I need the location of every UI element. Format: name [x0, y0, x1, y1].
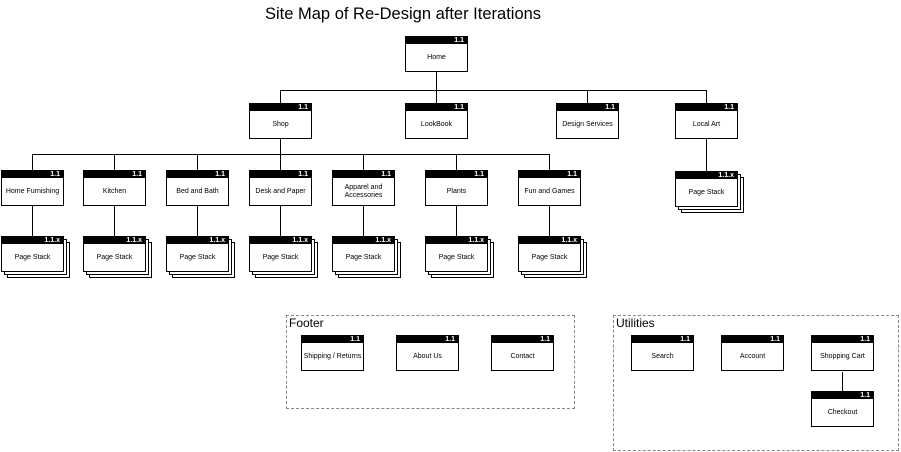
node-id: 1.1 — [557, 104, 618, 111]
node-design-services[interactable]: 1.1 Design Services — [556, 103, 619, 139]
node-id: 1.1 — [812, 392, 873, 399]
node-id: 1.1.x — [519, 237, 580, 244]
node-id: 1.1 — [676, 104, 737, 111]
node-label: Page Stack — [438, 253, 475, 261]
node-desk-and-paper[interactable]: 1.1 Desk and Paper — [249, 170, 312, 206]
stack-front: 1.1.x Page Stack — [332, 236, 395, 272]
stack-front: 1.1.x Page Stack — [1, 236, 64, 272]
node-home[interactable]: 1.1 Home — [405, 36, 468, 72]
node-id: 1.1.x — [333, 237, 394, 244]
node-id: 1.1 — [492, 336, 553, 343]
node-fun-and-games[interactable]: 1.1 Fun and Games — [518, 170, 581, 206]
node-checkout[interactable]: 1.1 Checkout — [811, 391, 874, 427]
node-label: Plants — [446, 187, 467, 195]
node-id: 1.1 — [406, 37, 467, 44]
node-id: 1.1 — [2, 171, 63, 178]
node-kitchen[interactable]: 1.1 Kitchen — [83, 170, 146, 206]
node-home-furnishing[interactable]: 1.1 Home Furnishing — [1, 170, 64, 206]
node-label: Contact — [510, 352, 535, 360]
node-id: 1.1.x — [250, 237, 311, 244]
node-label: Search — [651, 352, 674, 360]
node-id: 1.1 — [302, 336, 363, 343]
node-id: 1.1 — [722, 336, 783, 343]
node-id: 1.1 — [333, 171, 394, 178]
node-id: 1.1 — [812, 336, 873, 343]
node-label: LookBook — [420, 120, 453, 128]
node-search[interactable]: 1.1 Search — [631, 335, 694, 371]
node-id: 1.1.x — [84, 237, 145, 244]
node-id: 1.1.x — [167, 237, 228, 244]
node-shopping-cart[interactable]: 1.1 Shopping Cart — [811, 335, 874, 371]
node-label: Fun and Games — [524, 187, 575, 195]
node-label: Checkout — [827, 408, 858, 416]
node-id: 1.1 — [519, 171, 580, 178]
node-plants[interactable]: 1.1 Plants — [425, 170, 488, 206]
node-label: Page Stack — [179, 253, 216, 261]
node-label: Page Stack — [262, 253, 299, 261]
node-about-us[interactable]: 1.1 About Us — [396, 335, 459, 371]
stack-front: 1.1.x Page Stack — [249, 236, 312, 272]
node-id: 1.1 — [632, 336, 693, 343]
node-label: Page Stack — [96, 253, 133, 261]
footer-label: Footer — [289, 316, 324, 330]
node-label: Page Stack — [688, 188, 725, 196]
page-stack-kitchen[interactable]: 1.1.x Page Stack — [83, 236, 152, 278]
node-label: Shop — [272, 120, 289, 128]
node-label: Shipping / Returns — [303, 352, 362, 360]
page-stack-desk-and-paper[interactable]: 1.1.x Page Stack — [249, 236, 318, 278]
node-label: Apparel and Accessories — [344, 183, 383, 199]
node-id: 1.1 — [406, 104, 467, 111]
node-label: Local Art — [692, 120, 721, 128]
node-id: 1.1 — [250, 171, 311, 178]
page-stack-bed-and-bath[interactable]: 1.1.x Page Stack — [166, 236, 235, 278]
page-stack-home-furnishing[interactable]: 1.1.x Page Stack — [1, 236, 70, 278]
node-label: Bed and Bath — [176, 187, 219, 195]
node-id: 1.1.x — [2, 237, 63, 244]
node-label: Account — [739, 352, 766, 360]
utilities-label: Utilities — [616, 316, 655, 330]
node-shop[interactable]: 1.1 Shop — [249, 103, 312, 139]
stack-front: 1.1.x Page Stack — [166, 236, 229, 272]
node-label: Shopping Cart — [820, 352, 865, 360]
node-label: Desk and Paper — [255, 187, 306, 195]
node-contact[interactable]: 1.1 Contact — [491, 335, 554, 371]
stack-front: 1.1.x Page Stack — [675, 171, 738, 207]
node-bed-and-bath[interactable]: 1.1 Bed and Bath — [166, 170, 229, 206]
stack-front: 1.1.x Page Stack — [83, 236, 146, 272]
diagram-title: Site Map of Re-Design after Iterations — [265, 5, 542, 23]
node-label: Kitchen — [102, 187, 127, 195]
node-id: 1.1 — [426, 171, 487, 178]
page-stack-apparel[interactable]: 1.1.x Page Stack — [332, 236, 401, 278]
node-id: 1.1.x — [676, 172, 737, 179]
node-label: Page Stack — [14, 253, 51, 261]
node-label: Page Stack — [531, 253, 568, 261]
node-id: 1.1 — [397, 336, 458, 343]
page-stack-local-art[interactable]: 1.1.x Page Stack — [675, 171, 744, 213]
stack-front: 1.1.x Page Stack — [518, 236, 581, 272]
page-stack-fun-and-games[interactable]: 1.1.x Page Stack — [518, 236, 587, 278]
utilities-group: Utilities — [613, 315, 899, 451]
node-label: Page Stack — [345, 253, 382, 261]
node-local-art[interactable]: 1.1 Local Art — [675, 103, 738, 139]
node-id: 1.1 — [250, 104, 311, 111]
node-label: Design Services — [562, 120, 613, 128]
node-shipping-returns[interactable]: 1.1 Shipping / Returns — [301, 335, 364, 371]
stack-front: 1.1.x Page Stack — [425, 236, 488, 272]
node-label: Home Furnishing — [5, 187, 60, 195]
node-id: 1.1.x — [426, 237, 487, 244]
node-lookbook[interactable]: 1.1 LookBook — [405, 103, 468, 139]
node-id: 1.1 — [84, 171, 145, 178]
node-id: 1.1 — [167, 171, 228, 178]
node-label: Home — [427, 53, 446, 61]
node-account[interactable]: 1.1 Account — [721, 335, 784, 371]
footer-group: Footer — [286, 315, 575, 409]
node-label: About Us — [413, 352, 442, 360]
node-apparel-and-accessories[interactable]: 1.1 Apparel and Accessories — [332, 170, 395, 206]
page-stack-plants[interactable]: 1.1.x Page Stack — [425, 236, 494, 278]
